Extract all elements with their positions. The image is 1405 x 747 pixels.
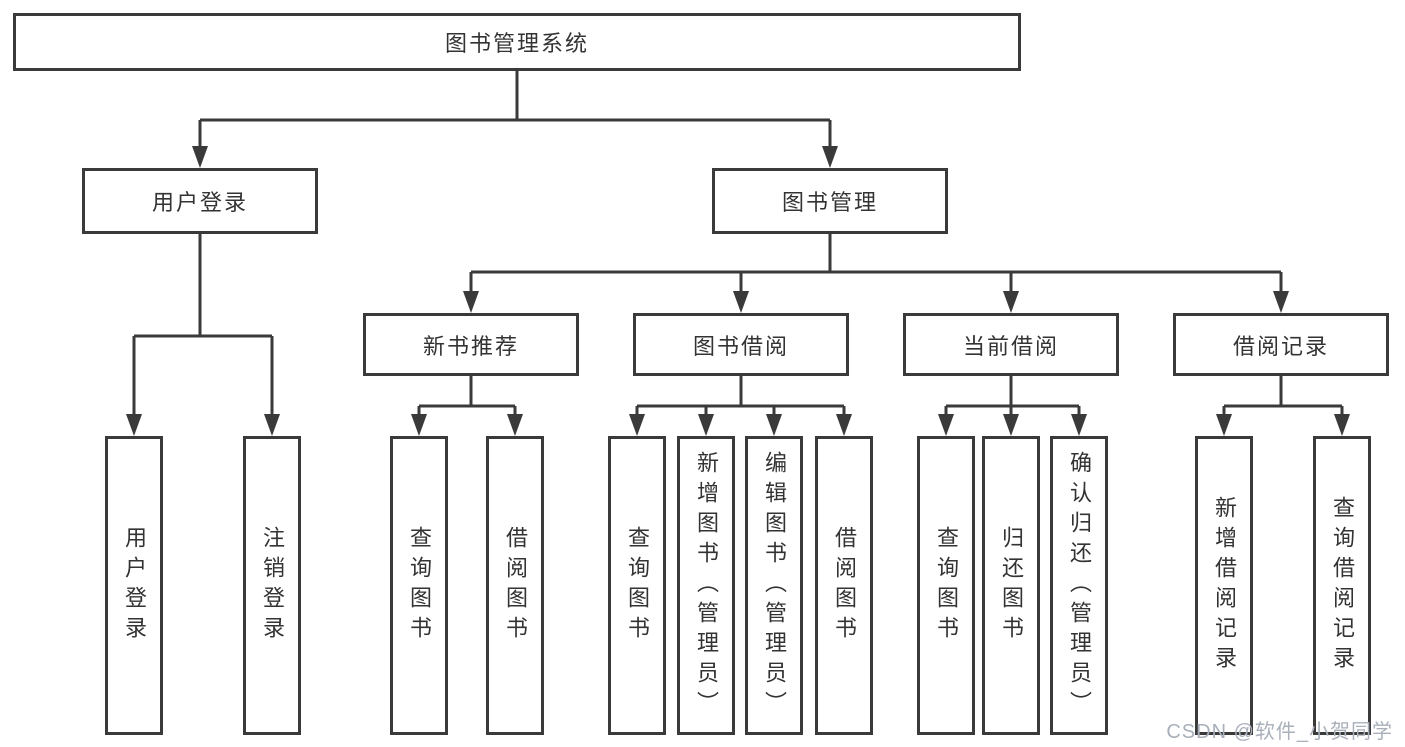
node-root-label: 图书管理系统	[444, 31, 589, 56]
connector-new-book-branch	[411, 375, 523, 436]
leaf-add-book-admin: 新增图书（管理员）	[677, 436, 735, 735]
connector-book-borrow-branch	[629, 375, 852, 436]
leaf-borrow-books-recommend: 借阅图书	[486, 436, 544, 735]
arrow-down-icon	[411, 414, 427, 436]
leaf-confirm-return-admin: 确认归还（管理员）	[1050, 436, 1108, 735]
leaf-query-books-borrow: 查询图书	[608, 436, 666, 735]
connector-line	[1222, 375, 1344, 418]
leaf-add-borrow-record: 新增借阅记录	[1195, 436, 1253, 735]
node-book-management: 图书管理	[712, 168, 948, 234]
connector-user-login-branch	[126, 233, 280, 436]
leaf-add-book-admin-label: 新增图书（管理员）	[694, 450, 719, 721]
connector-line	[469, 233, 1283, 296]
arrow-down-icon	[938, 414, 954, 436]
arrow-down-icon	[629, 414, 645, 436]
leaf-query-books-borrow-label: 查询图书	[625, 525, 650, 646]
leaf-user-login: 用户登录	[105, 436, 163, 735]
leaf-user-login-label: 用户登录	[122, 525, 147, 646]
node-book-borrow-label: 图书借阅	[692, 333, 789, 359]
connector-line	[635, 375, 846, 418]
leaf-confirm-return-admin-label: 确认归还（管理员）	[1067, 450, 1092, 721]
leaf-query-books-recommend: 查询图书	[390, 436, 448, 735]
leaf-return-book-label: 归还图书	[999, 525, 1024, 646]
leaf-query-borrow-record-label: 查询借阅记录	[1330, 495, 1355, 676]
leaf-logout: 注销登录	[243, 436, 301, 735]
leaf-borrow-books-recommend-label: 借阅图书	[503, 525, 528, 646]
arrow-down-icon	[733, 291, 749, 313]
leaf-borrow-books-label: 借阅图书	[832, 525, 857, 646]
arrow-down-icon	[1273, 291, 1289, 313]
arrow-down-icon	[836, 414, 852, 436]
node-user-login-label: 用户登录	[151, 190, 248, 215]
leaf-query-books-current: 查询图书	[917, 436, 975, 735]
leaf-query-books-recommend-label: 查询图书	[407, 525, 432, 646]
arrow-down-icon	[463, 291, 479, 313]
leaf-return-book: 归还图书	[982, 436, 1040, 735]
arrow-down-icon	[1334, 414, 1350, 436]
leaf-add-borrow-record-label: 新增借阅记录	[1212, 495, 1237, 676]
leaf-borrow-books: 借阅图书	[815, 436, 873, 735]
arrow-down-icon	[264, 414, 280, 436]
arrow-down-icon	[1216, 414, 1232, 436]
arrow-down-icon	[126, 414, 142, 436]
node-borrow-records: 借阅记录	[1173, 313, 1389, 376]
arrow-down-icon	[698, 414, 714, 436]
leaf-logout-label: 注销登录	[260, 525, 285, 646]
arrow-down-icon	[1003, 414, 1019, 436]
csdn-watermark: CSDN @软件_小贺同学	[1166, 721, 1393, 743]
node-borrow-records-label: 借阅记录	[1232, 333, 1329, 359]
connector-current-borrow-branch	[938, 375, 1087, 436]
node-root: 图书管理系统	[13, 13, 1021, 71]
node-book-management-label: 图书管理	[781, 190, 878, 215]
connector-borrow-records-branch	[1216, 375, 1350, 436]
node-user-login: 用户登录	[82, 168, 318, 234]
connector-line	[198, 71, 832, 150]
connector-line	[944, 375, 1081, 418]
leaf-edit-book-admin: 编辑图书（管理员）	[745, 436, 803, 735]
arrow-down-icon	[766, 414, 782, 436]
arrow-down-icon	[1003, 291, 1019, 313]
arrow-down-icon	[192, 146, 208, 168]
connector-line	[132, 233, 274, 418]
leaf-query-borrow-record: 查询借阅记录	[1313, 436, 1371, 735]
connector-book-management-branch	[463, 233, 1289, 313]
node-new-book-recommend: 新书推荐	[363, 313, 579, 376]
node-current-borrow: 当前借阅	[903, 313, 1119, 376]
node-new-book-recommend-label: 新书推荐	[422, 333, 519, 359]
arrow-down-icon	[1071, 414, 1087, 436]
leaf-edit-book-admin-label: 编辑图书（管理员）	[762, 450, 787, 721]
connector-root-to-level2	[192, 71, 838, 168]
connector-line	[417, 375, 517, 418]
leaf-query-books-current-label: 查询图书	[934, 525, 959, 646]
arrow-down-icon	[822, 146, 838, 168]
arrow-down-icon	[507, 414, 523, 436]
node-current-borrow-label: 当前借阅	[962, 333, 1059, 359]
node-book-borrow: 图书借阅	[633, 313, 849, 376]
